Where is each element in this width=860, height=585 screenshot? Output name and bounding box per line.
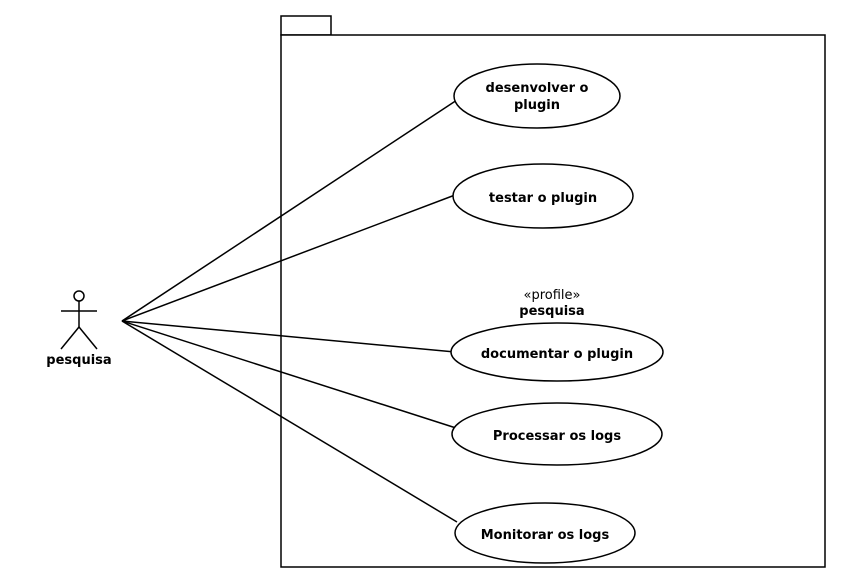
actor-left-leg <box>60 326 80 350</box>
association-testar <box>121 194 456 322</box>
use-case-label: testar o plugin <box>489 191 597 206</box>
association-processar <box>121 320 457 429</box>
use-case-ellipse <box>452 163 634 229</box>
use-case-processar: Processar os logs <box>451 402 663 466</box>
associations <box>121 99 458 523</box>
use-case-testar: testar o plugin <box>452 163 634 229</box>
association-desenvolver <box>121 99 458 322</box>
actor-right-leg <box>78 326 98 350</box>
use-case-label: plugin <box>514 98 560 113</box>
use-case-monitorar: Monitorar os logs <box>454 502 636 564</box>
actor <box>60 290 98 350</box>
use-case-documentar: documentar o plugin <box>450 322 664 382</box>
use-case-label: Monitorar os logs <box>481 528 610 543</box>
package-stereotype: «profile» <box>524 288 581 303</box>
use-case-label: documentar o plugin <box>481 347 633 362</box>
use-case-label: Processar os logs <box>493 429 621 444</box>
package-name: pesquisa <box>519 304 584 319</box>
package-tab <box>280 15 332 36</box>
association-documentar <box>121 320 456 353</box>
use-case-ellipse <box>454 502 636 564</box>
use-case-ellipse <box>453 63 621 129</box>
use-case-ellipse <box>450 322 664 382</box>
association-monitorar <box>121 320 458 523</box>
use-case-label: desenvolver o <box>486 81 589 96</box>
use-case-desenvolver: desenvolver o plugin <box>453 63 621 129</box>
use-case-ellipse <box>451 402 663 466</box>
actor-name: pesquisa <box>46 353 111 368</box>
actor-head <box>73 290 85 302</box>
